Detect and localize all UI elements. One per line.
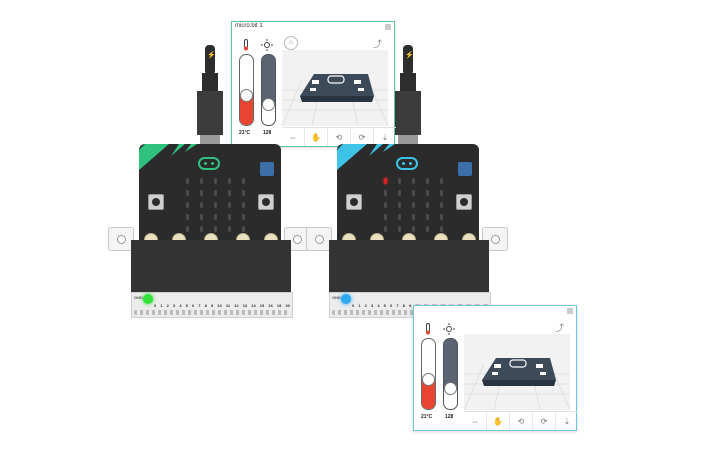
drag-handle[interactable]	[567, 308, 573, 314]
tilt-right-icon[interactable]: ⟳	[350, 128, 373, 146]
gesture-toolbar: ⇔ ✋ ⟲ ⟳ ⇣	[282, 127, 396, 146]
board-3d-view[interactable]	[282, 50, 388, 126]
accent-stripes	[337, 144, 395, 170]
button-b[interactable]	[456, 194, 472, 210]
radio-led-blue	[341, 294, 351, 304]
side-tab-left	[108, 227, 134, 251]
rotate-icon[interactable]: ⤴	[555, 323, 565, 333]
light-knob[interactable]	[444, 382, 457, 395]
light-value: 128	[263, 130, 272, 136]
temperature-slider[interactable]	[421, 338, 436, 410]
edge-connector	[329, 240, 489, 292]
button-b[interactable]	[258, 194, 274, 210]
gnd-label: GND	[332, 295, 341, 300]
usb-cable-left: ⚡	[196, 45, 224, 145]
usb-cable-right: ⚡	[394, 45, 422, 145]
temperature-fill	[422, 379, 435, 409]
thermometer-icon	[424, 322, 432, 335]
sun-icon	[261, 38, 273, 51]
processor-chip	[458, 162, 472, 176]
home-icon[interactable]: ⌂	[284, 36, 298, 50]
rotate-icon[interactable]: ⤴	[373, 39, 383, 49]
side-tab-left	[306, 227, 332, 251]
sun-icon	[443, 322, 455, 335]
thermometer-icon	[242, 38, 250, 51]
logo-icon	[198, 157, 220, 170]
drag-handle[interactable]	[385, 24, 391, 30]
button-a[interactable]	[148, 194, 164, 210]
temperature-knob[interactable]	[422, 373, 435, 386]
gesture-toolbar: ⇔ ✋ ⟲ ⟳ ⇣	[464, 411, 578, 430]
freefall-icon[interactable]: ⇣	[373, 128, 396, 146]
board-3d-view[interactable]	[464, 334, 570, 410]
led-matrix	[384, 178, 445, 232]
light-knob[interactable]	[262, 98, 275, 111]
shake-icon[interactable]: ✋	[486, 412, 509, 430]
tilt-right-icon[interactable]: ⟳	[532, 412, 555, 430]
tilt-left-icon[interactable]: ⟲	[327, 128, 350, 146]
logo-icon	[396, 157, 418, 170]
edge-connector	[131, 240, 291, 292]
simulator-panel-1: micro:bit 1 21°C 128 ⌂ ⤴ ⇔ ✋ ⟲ ⟳	[231, 21, 396, 147]
freefall-icon[interactable]: ⇣	[555, 412, 578, 430]
light-slider[interactable]	[443, 338, 458, 410]
light-value: 128	[445, 414, 454, 420]
temperature-slider[interactable]	[239, 54, 254, 126]
tilt-left-icon[interactable]: ⟲	[509, 412, 532, 430]
temperature-value: 21°C	[239, 130, 251, 136]
processor-chip	[260, 162, 274, 176]
accent-stripes	[139, 144, 197, 170]
shake-icon[interactable]: ✋	[304, 128, 327, 146]
radio-led-green	[143, 294, 153, 304]
move-icon[interactable]: ⇔	[471, 416, 479, 426]
temperature-fill	[240, 95, 253, 125]
simulator-panel-2: 21°C 128 ⤴ ⇔ ✋ ⟲ ⟳ ⇣	[413, 305, 578, 431]
panel-title: micro:bit 1	[235, 23, 263, 29]
temperature-value: 21°C	[421, 414, 433, 420]
led-matrix	[186, 178, 247, 232]
temperature-knob[interactable]	[240, 89, 253, 102]
move-icon[interactable]: ⇔	[289, 132, 297, 142]
button-a[interactable]	[346, 194, 362, 210]
gnd-label: GND	[134, 295, 143, 300]
light-slider[interactable]	[261, 54, 276, 126]
